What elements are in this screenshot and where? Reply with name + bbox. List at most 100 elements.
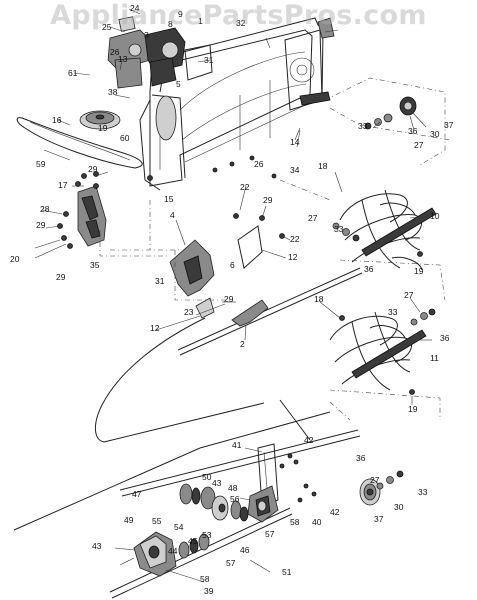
callout-c33c: 33 bbox=[388, 307, 398, 317]
callout-c32: 32 bbox=[236, 18, 246, 28]
callout-c42a: 42 bbox=[304, 435, 314, 445]
callout-c17: 17 bbox=[58, 180, 68, 190]
callout-c26: 26 bbox=[110, 47, 120, 57]
callout-c53: 53 bbox=[202, 530, 212, 540]
callout-c22a: 22 bbox=[240, 182, 250, 192]
callout-c48: 48 bbox=[228, 483, 238, 493]
callout-c11: 11 bbox=[430, 353, 439, 363]
callout-c55: 55 bbox=[152, 516, 162, 526]
callout-c18a: 18 bbox=[318, 161, 328, 171]
left-hardware bbox=[57, 171, 99, 249]
callout-c2: 2 bbox=[240, 339, 245, 349]
callout-c22b: 22 bbox=[290, 234, 300, 244]
callout-c28: 28 bbox=[40, 204, 50, 214]
housing-fasteners bbox=[147, 155, 277, 181]
callout-c40: 40 bbox=[312, 517, 322, 527]
callout-c58b: 58 bbox=[200, 574, 210, 584]
callout-c4: 4 bbox=[170, 210, 175, 220]
lower-fasteners bbox=[279, 453, 317, 503]
callout-c44: 44 bbox=[168, 546, 178, 556]
auger-hardware-lower bbox=[339, 308, 436, 395]
callout-c30b: 30 bbox=[394, 502, 404, 512]
callout-c18b: 18 bbox=[314, 294, 324, 304]
callout-c30a: 30 bbox=[430, 129, 440, 139]
callout-c6: 6 bbox=[230, 260, 235, 270]
callout-c8: 8 bbox=[168, 19, 173, 29]
callout-c43a: 43 bbox=[212, 478, 222, 488]
callout-c37a: 37 bbox=[444, 120, 454, 130]
callout-c46: 46 bbox=[240, 545, 250, 555]
leader-lines bbox=[34, 8, 432, 583]
auger-hardware-upper bbox=[332, 222, 423, 257]
callout-c10: 10 bbox=[430, 211, 440, 221]
callout-c12b: 12 bbox=[150, 323, 160, 333]
callout-c19a: 19 bbox=[98, 123, 108, 133]
callout-c29e: 29 bbox=[224, 294, 234, 304]
callout-c39: 39 bbox=[204, 586, 214, 596]
callout-c45: 45 bbox=[188, 536, 198, 546]
callout-c33d: 33 bbox=[418, 487, 428, 497]
pulley bbox=[79, 110, 121, 130]
callout-c19c: 19 bbox=[408, 404, 418, 414]
gear-assembly-center bbox=[179, 483, 249, 522]
callout-c51: 51 bbox=[282, 567, 292, 577]
callout-c14: 14 bbox=[290, 137, 300, 147]
lower-gear-housing bbox=[247, 485, 279, 523]
auger-housing bbox=[139, 17, 335, 191]
callout-c31a: 31 bbox=[204, 55, 214, 65]
callout-c29d: 29 bbox=[56, 272, 66, 282]
callout-c43b: 43 bbox=[92, 541, 102, 551]
callout-c27d: 27 bbox=[370, 475, 380, 485]
callout-c1: 1 bbox=[198, 16, 203, 26]
callout-c29b: 29 bbox=[263, 195, 273, 205]
callout-c24: 24 bbox=[130, 3, 140, 13]
callout-c31b: 31 bbox=[155, 276, 165, 286]
bracket-4 bbox=[169, 239, 215, 297]
bracket-6 bbox=[233, 213, 285, 269]
callout-c12a: 12 bbox=[288, 252, 298, 262]
callout-c47: 47 bbox=[132, 489, 142, 499]
callout-c29c: 29 bbox=[36, 220, 46, 230]
callout-c59: 59 bbox=[36, 159, 46, 169]
callout-c35: 35 bbox=[90, 260, 100, 270]
callout-c58a: 58 bbox=[290, 517, 300, 527]
callout-c19b: 19 bbox=[414, 266, 424, 276]
callout-c33a: 33 bbox=[358, 121, 368, 131]
callout-c20: 20 bbox=[10, 254, 20, 264]
callout-c49: 49 bbox=[124, 515, 134, 525]
callout-c34: 34 bbox=[290, 165, 300, 175]
drive-belt bbox=[16, 117, 143, 169]
bearing-hardware-upper bbox=[364, 96, 417, 130]
belt-guard bbox=[77, 185, 107, 247]
alignment-lines bbox=[99, 77, 451, 421]
callout-c36b: 36 bbox=[364, 264, 374, 274]
callout-c16: 16 bbox=[52, 115, 62, 125]
callout-c36d: 36 bbox=[356, 453, 366, 463]
callout-c56: 56 bbox=[230, 494, 240, 504]
callout-c50: 50 bbox=[202, 472, 212, 482]
boundary-lines bbox=[13, 317, 331, 531]
callout-c29a: 29 bbox=[88, 164, 98, 174]
callout-c38: 38 bbox=[108, 87, 118, 97]
callout-c27c: 27 bbox=[404, 290, 414, 300]
callout-c27b: 27 bbox=[308, 213, 318, 223]
callout-c60: 60 bbox=[120, 133, 130, 143]
auger-10 bbox=[339, 189, 437, 271]
lower-right-bearing bbox=[359, 470, 404, 506]
callout-c36a: 36 bbox=[408, 126, 418, 136]
auger-shaft bbox=[177, 267, 363, 356]
callout-c9: 9 bbox=[178, 9, 183, 19]
callout-c3: 3 bbox=[144, 30, 149, 40]
lower-shaft bbox=[109, 429, 361, 599]
callout-c36c: 36 bbox=[440, 333, 450, 343]
callout-c23: 23 bbox=[184, 307, 194, 317]
callout-c26b: 26 bbox=[254, 159, 264, 169]
lower-spacers bbox=[178, 533, 210, 559]
auger-11 bbox=[329, 311, 427, 391]
callout-c41: 41 bbox=[232, 440, 242, 450]
callout-c15: 15 bbox=[164, 194, 174, 204]
lower-gearbox-39 bbox=[133, 531, 177, 577]
callout-c13: 13 bbox=[118, 54, 128, 64]
